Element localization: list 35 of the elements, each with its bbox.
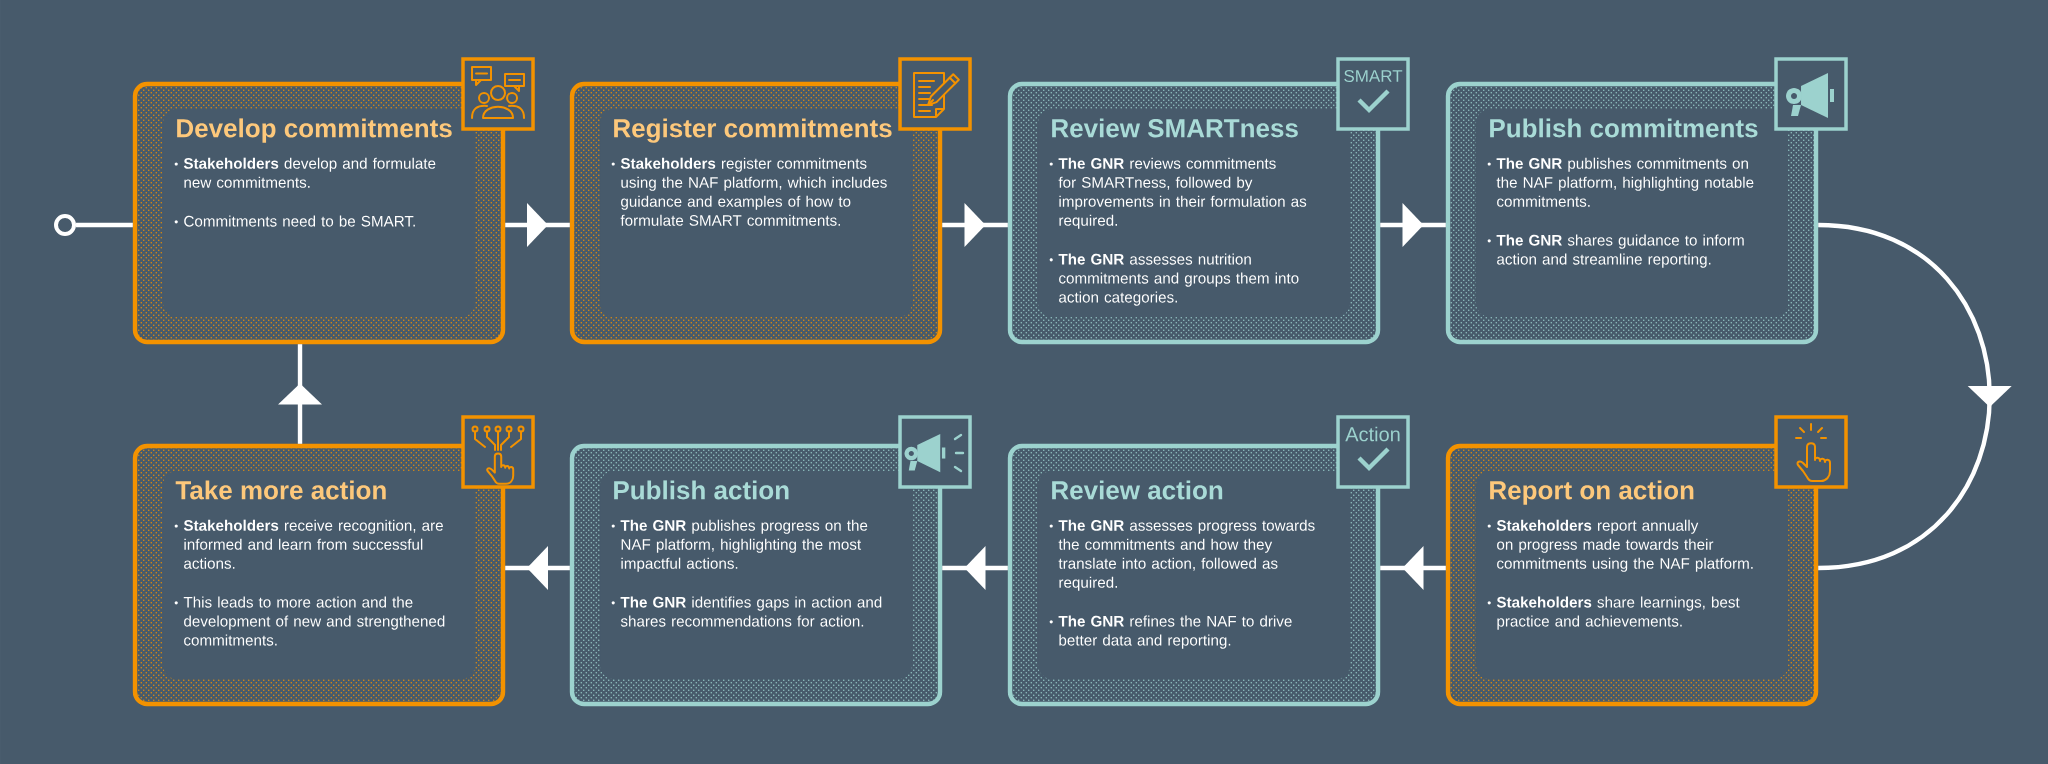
start-circle bbox=[54, 214, 76, 236]
arrow bbox=[1817, 222, 2012, 571]
box-heading: Publish commitments bbox=[1490, 118, 1758, 138]
bullet-text: Commitments need to be SMART. bbox=[184, 215, 415, 227]
arrow bbox=[942, 203, 1008, 247]
arrow bbox=[505, 203, 570, 247]
connector-line bbox=[76, 222, 133, 228]
box-heading: Review SMARTness bbox=[1052, 118, 1298, 138]
bullet-text: The GNR assesses progress towards the commitments and how they translate into action, followed as required. bbox=[1058, 519, 1315, 591]
bullet-text: Stakeholders register commitments using the NAF platform, which includes guidance and examples of how to formulate SMART commitments. bbox=[620, 157, 887, 226]
bullet-text: The GNR refines the NAF to drive better data and reporting. bbox=[1058, 615, 1292, 649]
box-heading: Review action bbox=[1052, 480, 1223, 500]
bullet-text: Stakeholders share learnings, best practice and achievements. bbox=[1496, 596, 1740, 630]
arrow bbox=[942, 546, 1008, 590]
bullet-text: The GNR publishes commitments on the NAF platform, highlighting notable commitments. bbox=[1496, 157, 1754, 207]
bullet-text: The GNR reviews commitments for SMARTness, followed by improvements in their formulation as required. bbox=[1058, 157, 1307, 229]
arrow bbox=[505, 546, 570, 590]
bullet-text: Stakeholders report annually on progress made towards their commitments using the NAF platform. bbox=[1496, 519, 1753, 572]
arrow bbox=[1380, 203, 1446, 247]
bullet-text: Stakeholders develop and formulate new commitments. bbox=[183, 157, 436, 188]
bullet-text: The GNR shares guidance to inform action and streamline reporting. bbox=[1496, 234, 1744, 268]
box-heading: Register commitments bbox=[614, 118, 892, 143]
box-heading: Take more action bbox=[175, 480, 386, 500]
badge: SMART bbox=[1336, 57, 1410, 131]
box-heading: Report on action bbox=[1490, 480, 1694, 505]
bullet-text: The GNR publishes progress on the NAF platform, highlighting the most impactful actions. bbox=[620, 519, 868, 572]
box-heading: Publish action bbox=[614, 480, 789, 500]
arrow bbox=[1380, 546, 1446, 590]
badge: Action bbox=[1336, 415, 1410, 489]
arrow bbox=[278, 344, 322, 444]
bullet-text: This leads to more action and the development of new and strengthened commitments. bbox=[183, 596, 445, 646]
bullet-text: Stakeholders receive recognition, are informed and learn from successful actions. bbox=[183, 519, 443, 569]
bullet-text: The GNR assesses nutrition commitments and groups them into action categories. bbox=[1058, 253, 1299, 306]
box-heading: Develop commitments bbox=[177, 118, 452, 143]
bullet-text: The GNR identifies gaps in action and shares recommendations for action. bbox=[620, 596, 882, 627]
